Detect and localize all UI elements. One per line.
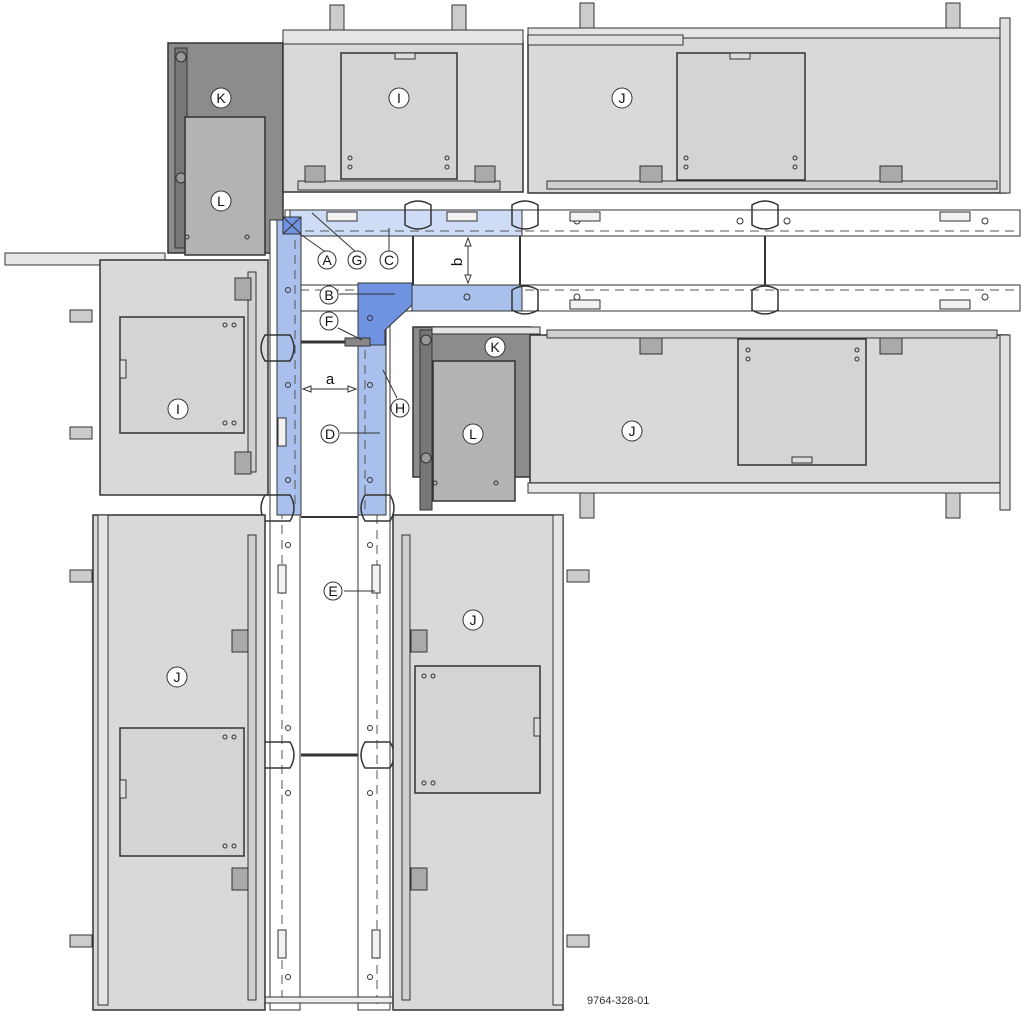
callout-b: B (319, 285, 339, 305)
callout-c: C (379, 250, 399, 270)
svg-text:H: H (395, 400, 405, 416)
dimension-b: b (449, 236, 472, 285)
svg-text:J: J (174, 669, 181, 685)
callout-f: F (319, 311, 339, 331)
svg-text:G: G (352, 252, 363, 268)
svg-text:B: B (324, 287, 333, 303)
dimension-a-label: a (326, 371, 335, 388)
callout-g: G (347, 250, 367, 270)
svg-text:E: E (328, 583, 337, 599)
callout-a: A (317, 250, 337, 270)
svg-text:L: L (469, 426, 477, 442)
cabinet-i-top (282, 4, 524, 193)
callout-j-mid-right: J (621, 420, 643, 442)
svg-text:F: F (325, 313, 334, 329)
callout-i-left: I (167, 398, 189, 420)
cabinet-l-top (184, 116, 266, 256)
svg-text:C: C (384, 252, 394, 268)
callout-h: H (390, 398, 410, 418)
vertical-aisle (244, 216, 416, 1011)
callout-j-bottom-right: J (462, 609, 484, 631)
svg-text:A: A (322, 252, 332, 268)
svg-text:K: K (490, 339, 500, 355)
callout-l-top: L (210, 190, 232, 212)
callout-j-bottom-left: J (166, 666, 188, 688)
svg-text:I: I (176, 401, 180, 417)
callout-k-mid: K (484, 336, 506, 358)
svg-text:J: J (470, 612, 477, 628)
svg-text:L: L (217, 193, 225, 209)
callout-k-top: K (210, 87, 232, 109)
callout-j-top-right: J (611, 87, 633, 109)
cabinet-j-mid-right (527, 329, 1011, 519)
callout-e: E (323, 581, 343, 601)
figure-id: 9764-328-01 (587, 995, 649, 1007)
cabinet-j-bottom-right (392, 514, 590, 1011)
svg-text:I: I (397, 90, 401, 106)
svg-text:K: K (216, 90, 226, 106)
callout-d: D (320, 424, 340, 444)
leader-lines (299, 212, 398, 592)
svg-text:J: J (629, 423, 636, 439)
svg-text:D: D (325, 426, 335, 442)
dimension-a: a (301, 371, 358, 393)
cabinet-i-left (4, 252, 269, 496)
svg-text:J: J (619, 90, 626, 106)
dimension-b-label: b (449, 258, 466, 266)
cabinet-j-top-right (527, 2, 1011, 194)
callout-l-mid: L (462, 423, 484, 445)
cabinet-j-bottom-left (69, 514, 266, 1011)
callout-i-top: I (388, 87, 410, 109)
